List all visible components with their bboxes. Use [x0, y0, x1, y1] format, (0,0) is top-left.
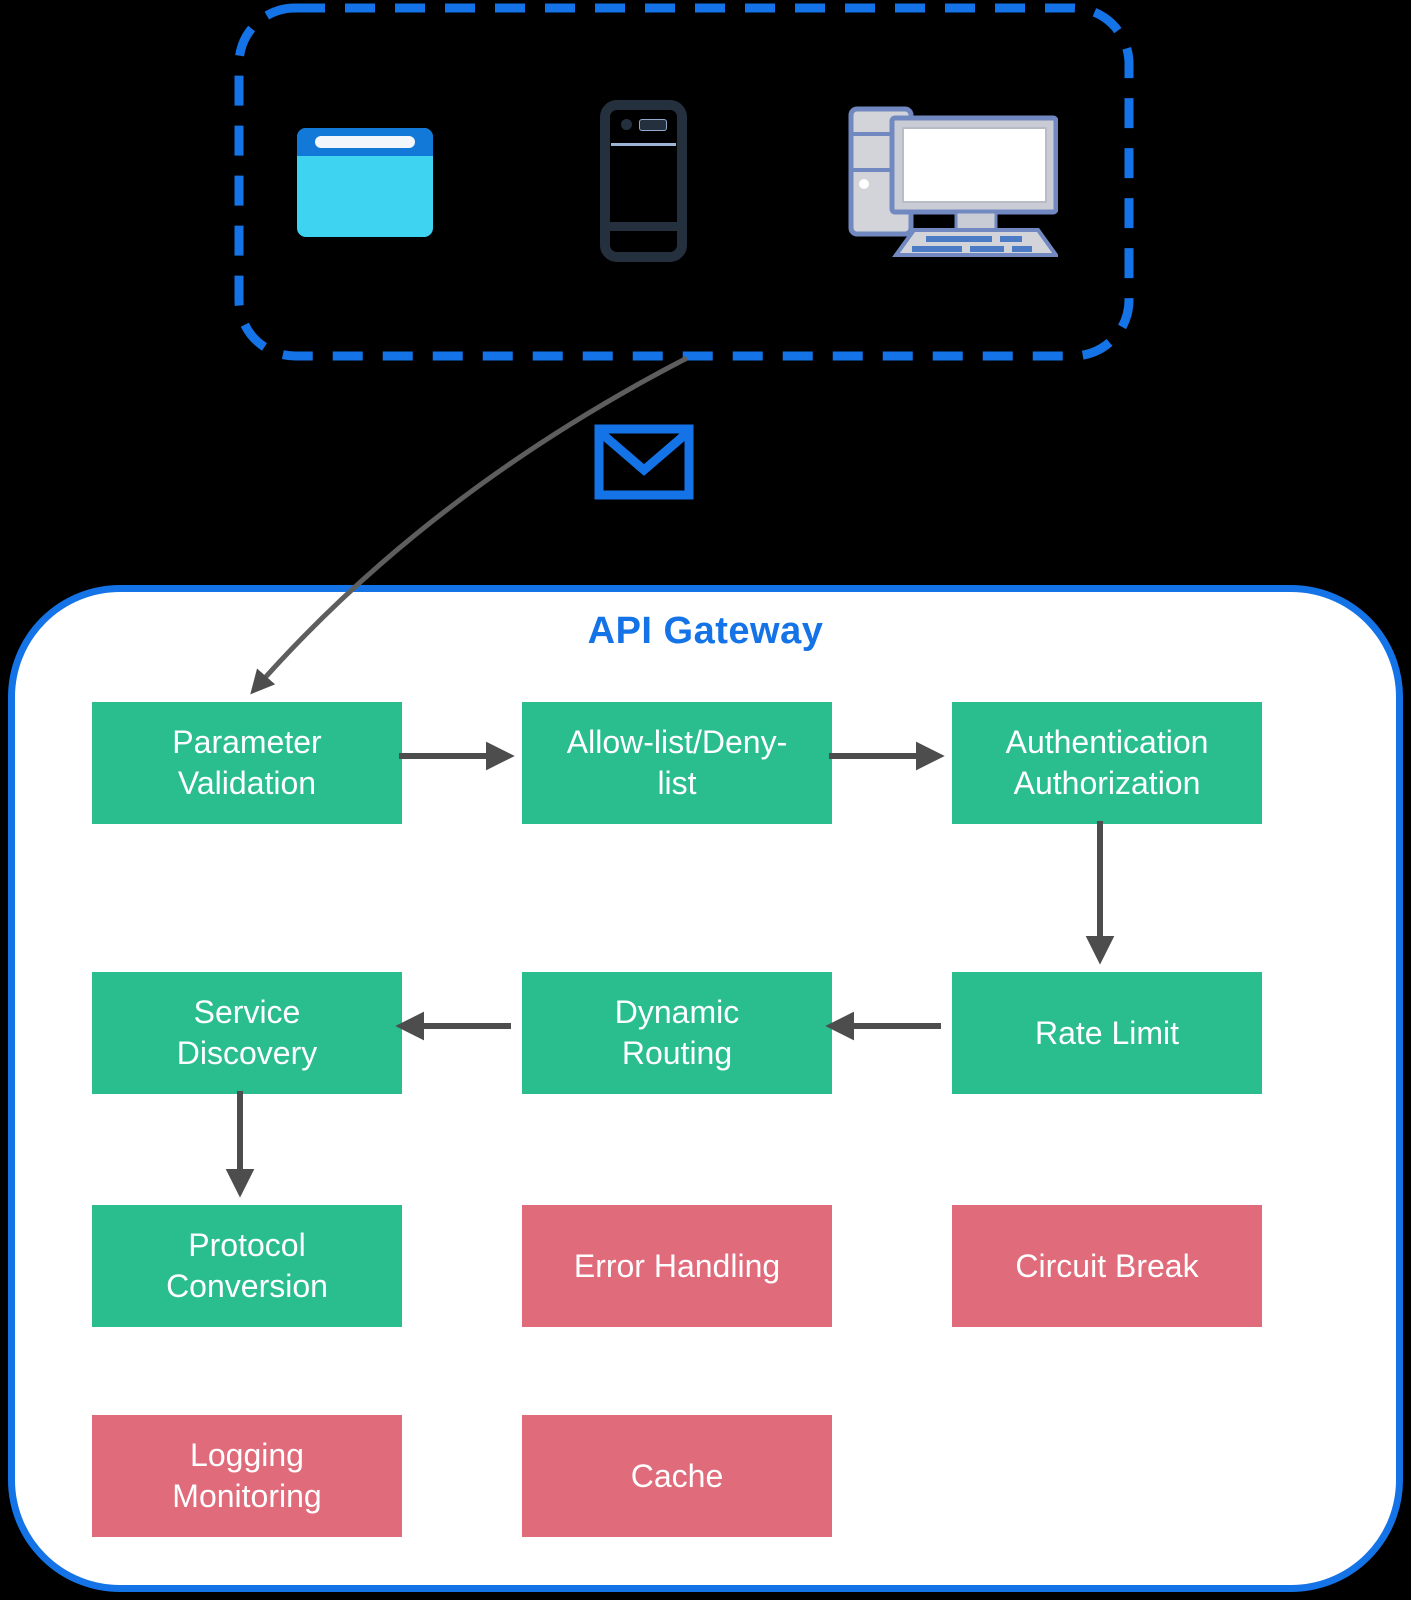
smartphone-icon [600, 100, 687, 262]
browser-icon [297, 128, 433, 237]
node-dynamic-routing: Dynamic Routing [522, 972, 832, 1094]
pc-power-button [859, 179, 869, 189]
desktop-computer-icon [848, 106, 1058, 257]
node-authentication-authorization: Authentication Authorization [952, 702, 1262, 824]
pc-keys [970, 246, 1004, 252]
api-gateway-title: API Gateway [587, 610, 824, 652]
node-service-discovery: Service Discovery [92, 972, 402, 1094]
phone-camera-dot [621, 119, 632, 130]
pc-keys [1012, 246, 1032, 252]
node-rate-limit: Rate Limit [952, 972, 1262, 1094]
pc-stand [954, 210, 998, 232]
node-parameter-validation: Parameter Validation [92, 702, 402, 824]
node-protocol-conversion: Protocol Conversion [92, 1205, 402, 1327]
node-circuit-break: Circuit Break [952, 1205, 1262, 1327]
pc-keys [926, 236, 992, 242]
pc-screen [902, 127, 1047, 203]
phone-screen-divider [611, 143, 676, 146]
phone-speaker [640, 120, 666, 130]
pc-keys [1000, 236, 1022, 242]
pc-keys [912, 246, 962, 252]
api-gateway-panel: API Gateway Parameter Validation Allow-l… [8, 585, 1403, 1592]
node-cache: Cache [522, 1415, 832, 1537]
browser-addressbar [315, 136, 415, 148]
node-error-handling: Error Handling [522, 1205, 832, 1327]
message-envelope-icon [594, 424, 694, 500]
node-allow-deny-list: Allow-list/Deny- list [522, 702, 832, 824]
phone-bottom-bar [610, 222, 677, 231]
node-logging-monitoring: Logging Monitoring [92, 1415, 402, 1537]
